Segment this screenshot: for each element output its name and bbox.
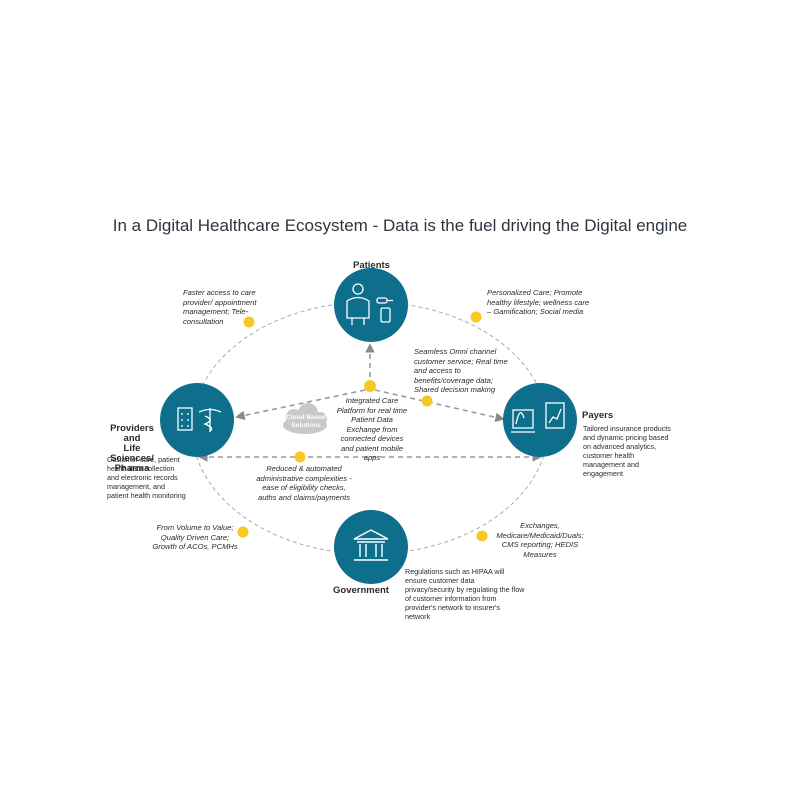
note-providers-payers: Reduced & automated administrative compl… xyxy=(256,464,352,502)
government-building-icon xyxy=(353,529,389,561)
hospital-caduceus-icon xyxy=(177,407,222,432)
cloud-icon xyxy=(283,403,327,434)
hub-payers xyxy=(503,383,577,457)
note-providers-government: From Volume to Value; Quality Driven Car… xyxy=(152,523,238,551)
note-center: Integrated Care Platform for real time P… xyxy=(336,396,408,462)
hub-government xyxy=(334,510,408,584)
providers-description: Customer care, patient health data colle… xyxy=(107,455,186,500)
hub-providers xyxy=(160,383,234,457)
dot-providers-government xyxy=(237,526,249,538)
cloud-label: Cloud Based Solutions xyxy=(284,414,328,429)
note-patients-payers: Personalized Care; Promote healthy lifes… xyxy=(487,288,590,316)
hub-patients xyxy=(334,268,408,342)
payers-label: Payers xyxy=(582,410,614,421)
dot-center-payers xyxy=(421,395,433,407)
cloud-label-line2: Solutions xyxy=(291,421,321,429)
dot-patients-payers xyxy=(470,311,482,323)
government-description: Regulations such as HIPAA will ensure cu… xyxy=(405,567,525,621)
government-label: Government xyxy=(333,585,389,596)
patients-label: Patients xyxy=(353,260,390,271)
dot-center xyxy=(364,380,376,392)
arrow-center-to-payers xyxy=(374,389,505,422)
note-center-payers: Seamless Omni channel customer service; … xyxy=(414,347,508,394)
diagram-title: In a Digital Healthcare Ecosystem - Data… xyxy=(112,216,688,235)
patient-devices-icon xyxy=(346,283,393,325)
dot-providers-payers xyxy=(294,451,306,463)
providers-label-line3: Pharma xyxy=(114,463,150,474)
note-patients-providers: Faster access to care provider/ appointm… xyxy=(183,288,257,326)
chart-report-icon xyxy=(511,402,565,433)
dot-patients-providers xyxy=(243,316,255,328)
providers-label: Providers and Life Sciences/ Pharma xyxy=(107,424,157,474)
providers-label-line1: Providers and xyxy=(110,423,154,444)
arrow-center-to-providers xyxy=(235,389,366,421)
note-government-payers: Exchanges, Medicare/Medicaid/Duals; CMS … xyxy=(496,521,584,559)
payers-description: Tailored insurance products and dynamic … xyxy=(583,424,671,478)
dot-government-payers xyxy=(476,530,488,542)
cloud-label-line1: Cloud Based xyxy=(286,414,326,421)
providers-label-line2: Life Sciences/ xyxy=(110,443,154,464)
